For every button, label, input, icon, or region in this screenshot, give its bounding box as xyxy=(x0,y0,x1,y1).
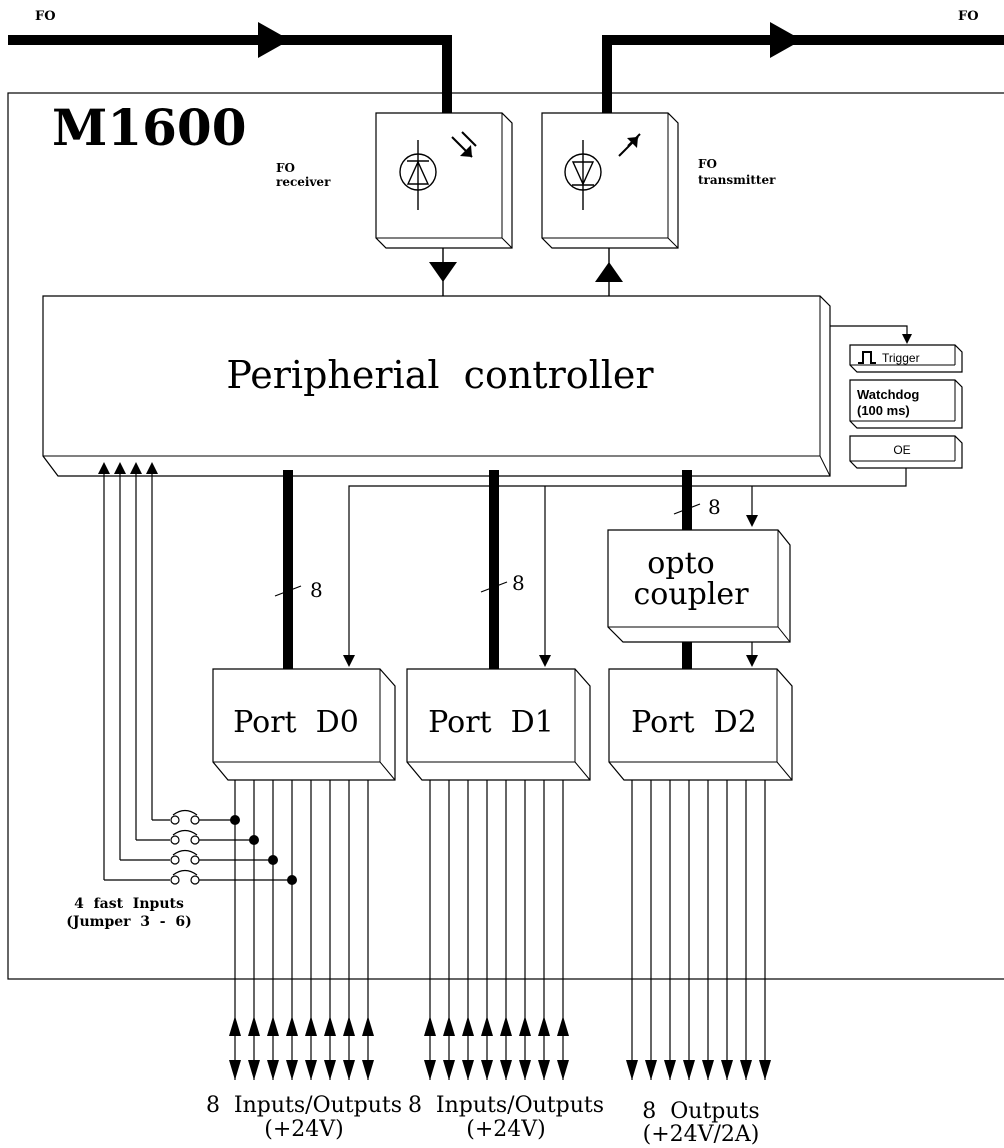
output-arrow-icon xyxy=(626,1060,638,1080)
bus-d1 xyxy=(480,470,508,669)
port-d0-label: Port D0 xyxy=(233,705,359,740)
input-arrow-icon xyxy=(286,1016,298,1036)
output-arrow-icon xyxy=(519,1060,531,1080)
device-title: M1600 xyxy=(52,98,247,157)
output-arrow-icon xyxy=(362,1060,374,1080)
device-frame xyxy=(7,92,1004,980)
port-d1-caption-1: 8 Inputs/Outputs xyxy=(408,1093,604,1118)
output-arrow-icon xyxy=(702,1060,714,1080)
output-arrow-icon xyxy=(645,1060,657,1080)
output-arrow-icon xyxy=(305,1060,317,1080)
oe-block xyxy=(849,435,963,469)
input-arrow-icon xyxy=(305,1016,317,1036)
input-arrow-icon xyxy=(424,1016,436,1036)
receiver-to-controller-arrow xyxy=(429,248,457,296)
input-arrow-icon xyxy=(248,1016,260,1036)
input-arrow-icon xyxy=(519,1016,531,1036)
input-arrow-icon xyxy=(481,1016,493,1036)
input-arrow-icon xyxy=(462,1016,474,1036)
output-arrow-icon xyxy=(229,1060,241,1080)
jumper-switch-icon xyxy=(170,809,200,885)
port-d1-label: Port D1 xyxy=(428,705,554,740)
photodiode-receiver-icon xyxy=(399,131,477,210)
port-d2-caption-1: 8 Outputs xyxy=(642,1099,759,1124)
output-arrow-icon xyxy=(683,1060,695,1080)
optocoupler-label-1: opto xyxy=(647,546,714,581)
oe-distribution-line xyxy=(343,468,907,667)
port-d0-block xyxy=(212,668,396,781)
bus-d2-width: 8 xyxy=(708,495,721,519)
watchdog-label-1: Watchdog xyxy=(857,387,919,402)
output-arrow-icon xyxy=(481,1060,493,1080)
fo-in-line xyxy=(8,22,452,113)
output-arrow-icon xyxy=(759,1060,771,1080)
input-arrow-icon xyxy=(500,1016,512,1036)
input-arrow-icon xyxy=(538,1016,550,1036)
bus-d0 xyxy=(274,470,302,669)
input-arrow-icon xyxy=(267,1016,279,1036)
output-arrow-icon xyxy=(286,1060,298,1080)
fo-receiver-block xyxy=(375,112,513,249)
port-d1-block xyxy=(406,668,591,781)
output-arrow-icon xyxy=(664,1060,676,1080)
fo-transmitter-label-2: transmitter xyxy=(698,173,776,187)
port-d0-caption-1: 8 Inputs/Outputs xyxy=(206,1093,402,1118)
output-arrow-icon xyxy=(424,1060,436,1080)
watchdog-block xyxy=(849,379,963,429)
fo-transmitter-label-1: FO xyxy=(698,157,717,171)
led-transmitter-icon xyxy=(564,133,641,210)
fast-inputs-label-2: (Jumper 3 - 6) xyxy=(66,914,191,930)
output-arrow-icon xyxy=(248,1060,260,1080)
port-d2-caption-2: (+24V/2A) xyxy=(643,1122,760,1147)
output-arrow-icon xyxy=(267,1060,279,1080)
watchdog-label-2: (100 ms) xyxy=(857,403,910,418)
fo-left-label: FO xyxy=(35,9,56,24)
oe-label: OE xyxy=(893,443,910,457)
output-arrow-icon xyxy=(343,1060,355,1080)
output-arrow-icon xyxy=(462,1060,474,1080)
fo-transmitter-block xyxy=(541,112,679,249)
output-arrow-icon xyxy=(557,1060,569,1080)
port-d2-block xyxy=(608,668,793,781)
trigger-label: Trigger xyxy=(882,351,920,365)
fo-receiver-label-2: receiver xyxy=(276,175,331,189)
output-arrow-icon xyxy=(500,1060,512,1080)
fo-right-label: FO xyxy=(958,9,979,24)
optocoupler-block xyxy=(607,529,791,643)
fast-inputs-label-1: 4 fast Inputs xyxy=(74,896,184,912)
bus-d0-width: 8 xyxy=(310,578,323,602)
output-arrow-icon xyxy=(538,1060,550,1080)
optocoupler-label-2: coupler xyxy=(633,577,749,612)
bus-d1-width: 8 xyxy=(512,571,525,595)
trigger-feed-line xyxy=(830,325,912,344)
controller-label: Peripherial controller xyxy=(226,353,654,397)
peripheral-controller-block xyxy=(42,295,831,477)
output-arrow-icon xyxy=(740,1060,752,1080)
input-arrow-icon xyxy=(343,1016,355,1036)
input-arrow-icon xyxy=(229,1016,241,1036)
port-signal-lines xyxy=(229,780,771,1080)
controller-to-transmitter-arrow xyxy=(595,248,623,296)
input-arrow-icon xyxy=(557,1016,569,1036)
output-arrow-icon xyxy=(324,1060,336,1080)
port-d1-caption-2: (+24V) xyxy=(466,1117,545,1142)
pulse-icon xyxy=(858,351,876,364)
trigger-block xyxy=(849,344,963,373)
fast-inputs-wiring xyxy=(98,462,297,885)
port-d2-label: Port D2 xyxy=(631,705,757,740)
input-arrow-icon xyxy=(362,1016,374,1036)
input-arrow-icon xyxy=(324,1016,336,1036)
input-arrow-icon xyxy=(443,1016,455,1036)
output-arrow-icon xyxy=(443,1060,455,1080)
port-d0-caption-2: (+24V) xyxy=(264,1117,343,1142)
output-arrow-icon xyxy=(721,1060,733,1080)
fo-out-line xyxy=(602,22,1004,113)
fo-receiver-label-1: FO xyxy=(276,161,295,175)
